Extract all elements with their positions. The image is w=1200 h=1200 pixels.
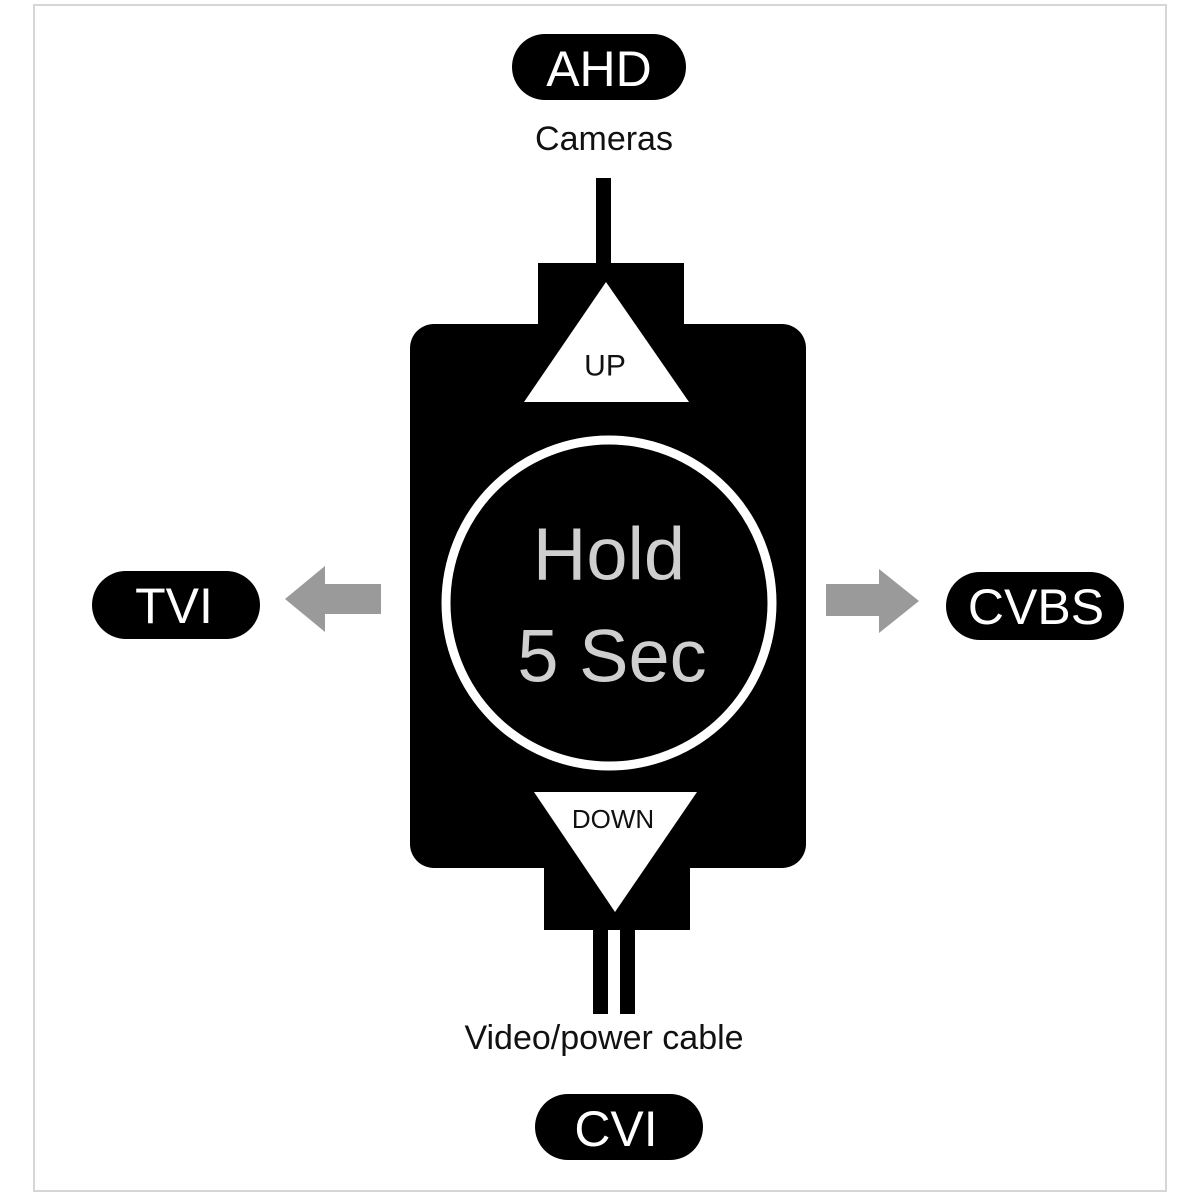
cvbs-mode-badge: CVBS (946, 572, 1124, 640)
video-power-cable-caption: Video/power cable (464, 1019, 743, 1057)
arrow-down-triangle-icon (534, 792, 697, 912)
hold-button[interactable]: Hold 5 Sec (441, 435, 777, 771)
up-button[interactable]: UP (524, 282, 689, 402)
tvi-mode-label: TVI (135, 578, 213, 634)
diagram-frame (33, 4, 1167, 1192)
down-button[interactable]: DOWN (534, 792, 697, 912)
hold-label-line2: 5 Sec (517, 615, 706, 698)
ahd-mode-label: AHD (546, 41, 652, 97)
arrow-right-icon (826, 569, 919, 633)
up-button-label: UP (584, 350, 626, 383)
down-button-label: DOWN (572, 804, 654, 834)
cameras-caption: Cameras (535, 120, 673, 158)
ahd-mode-badge: AHD (512, 34, 686, 100)
arrow-up-triangle-icon (524, 282, 689, 402)
camera-cable (596, 178, 611, 266)
cvi-mode-badge: CVI (535, 1094, 703, 1160)
hold-label-line1: Hold (533, 513, 685, 596)
video-power-cable (593, 928, 635, 1014)
arrow-left-icon (285, 566, 381, 632)
cvi-mode-label: CVI (574, 1101, 657, 1157)
cvbs-mode-label: CVBS (968, 579, 1104, 635)
tvi-mode-badge: TVI (92, 571, 260, 639)
